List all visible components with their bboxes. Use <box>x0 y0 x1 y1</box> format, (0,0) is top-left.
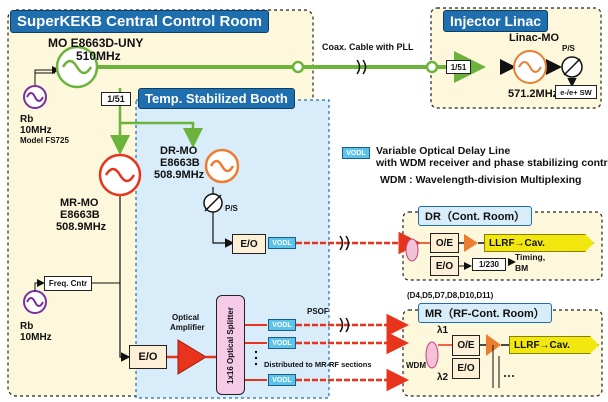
mr-lambda2: λ2 <box>437 372 449 383</box>
injector-title: Injector Linac <box>443 10 549 32</box>
optical-amp-line1: Optical <box>172 313 200 322</box>
mr-mo-line2: E8663B <box>60 209 100 221</box>
fiber-break-icon <box>339 317 350 333</box>
fiber-break-icon <box>339 235 350 251</box>
cable-connector <box>291 60 305 74</box>
distributed-label: Distributed to MR-RF sections <box>264 360 372 369</box>
dr-vodl-badge: VODL <box>268 237 296 249</box>
mr-vodl-badge-1: VODL <box>268 319 296 331</box>
optical-amplifier-triangle <box>177 339 207 375</box>
splitter-dot <box>254 356 258 360</box>
mr-mo-to-eo-line <box>119 195 131 362</box>
injector-ps-arrow <box>563 58 581 76</box>
sine-icon <box>26 92 44 102</box>
legend-vodl-badge: VODL <box>342 147 370 159</box>
injector-divider: 1/51 <box>446 60 471 74</box>
central-room-title: SuperKEKB Central Control Room <box>10 10 270 33</box>
linac-mo-label: Linac-MO <box>509 32 560 44</box>
mr-eo-box: E/O <box>129 345 167 369</box>
legend-wdm: WDM : Wavelength-division Multiplexing <box>380 174 582 186</box>
mr-lambda1: λ1 <box>437 325 449 336</box>
mr-mo-line1: MR-MO <box>60 197 99 209</box>
sine-icon <box>61 59 93 75</box>
cable-break-icon <box>356 59 367 75</box>
dr-llrf-arrow: LLRF→Cav. <box>484 234 594 252</box>
cable-connector <box>425 60 439 74</box>
dr-ps-arrow <box>204 194 222 212</box>
rb-top-line1: Rb <box>20 114 34 125</box>
mr-sections-label: (D4,D5,D7,D8,D10,D11) <box>407 291 494 300</box>
injector-ps-label: P/S <box>562 44 575 53</box>
master-mo-freq: 510MHz <box>76 49 121 63</box>
psof-label: PSOF <box>307 307 329 316</box>
splitter-dot <box>254 362 258 366</box>
dr-mo-line2: E8663B <box>160 157 200 169</box>
cable-label: Coax. Cable with PLL <box>322 42 414 52</box>
rb-top-arrow <box>34 66 60 92</box>
booth-title: Temp. Stabilized Booth <box>138 88 295 109</box>
mr-vodl-badge-2: VODL <box>268 337 296 349</box>
dr-wdm-ellipse <box>405 238 419 262</box>
mr-vodl-badge-3: VODL <box>268 374 296 386</box>
sine-icon <box>26 297 44 307</box>
optical-amp-line2: Amplifier <box>170 323 205 332</box>
legend-line1: Variable Optical Delay Line <box>376 145 511 157</box>
dr-divider-box: 1/230 <box>472 258 506 271</box>
mr-oe-box: O/E <box>452 335 480 356</box>
mr-dot <box>508 375 510 377</box>
mr-wdm-label: WDM <box>406 361 426 370</box>
dr-bm-label: BM <box>515 263 529 273</box>
mr-room-title: MR（RF-Cont. Room） <box>418 303 552 323</box>
dr-room-title: DR（Cont. Room） <box>418 206 533 226</box>
sine-icon <box>104 167 136 183</box>
mr-llrf-arrow: LLRF→Cav. <box>509 336 599 354</box>
injector-sw-box: e-/e+ SW <box>555 85 597 99</box>
mr-mo-line3: 508.9MHz <box>56 221 107 233</box>
rb-bottom-line2: 10MHz <box>20 332 52 343</box>
rb-top-line2: 10MHz <box>20 125 52 136</box>
rb-top-model: Model FS725 <box>20 136 69 145</box>
dr-eo-box: E/O <box>232 234 266 254</box>
dr-timing-label: Timing, <box>515 252 546 262</box>
sine-icon <box>209 159 235 173</box>
dr-mo-line3: 508.9MHz <box>154 169 205 181</box>
mr-wdm-ellipse <box>425 341 439 369</box>
freq-counter-box: Freq. Cntr <box>44 276 92 291</box>
dr-eo2-box: E/O <box>430 256 459 276</box>
master-mo-label: MO E8663D-UNY <box>48 36 144 50</box>
splitter-dot <box>254 350 258 354</box>
legend-line2: with WDM receiver and phase stabilizing … <box>376 157 608 169</box>
mr-dot <box>504 375 506 377</box>
dr-ps-label: P/S <box>225 204 238 213</box>
sine-icon <box>518 61 542 73</box>
linac-mo-freq: 571.2MHz <box>508 88 559 100</box>
splitter-label: 1x16 Optical Splitter <box>226 306 236 384</box>
dr-mo-line1: DR-MO <box>160 145 198 157</box>
master-divider: 1/51 <box>101 92 131 106</box>
mr-dot <box>512 375 514 377</box>
mr-eo2-box: E/O <box>452 358 480 379</box>
rb-bottom-line1: Rb <box>20 321 34 332</box>
rb-bottom-arrow <box>34 279 45 291</box>
optical-splitter-box: 1x16 Optical Splitter <box>216 295 245 395</box>
dr-amp-triangle <box>464 234 478 252</box>
dr-oe-box: O/E <box>430 233 459 253</box>
